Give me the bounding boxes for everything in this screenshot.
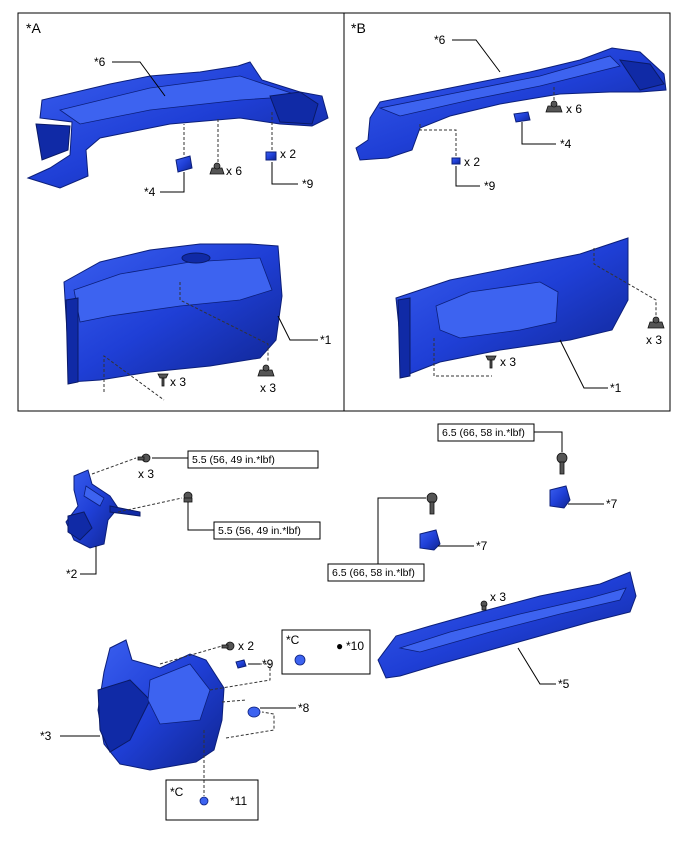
qty-b-nut-x6: x 6 — [566, 102, 582, 116]
label-2: *2 — [66, 567, 78, 581]
label-a-1: *1 — [320, 333, 332, 347]
qty-a-screw-x3: x 3 — [170, 375, 186, 389]
label-b-4: *4 — [560, 137, 572, 151]
torque-box-7-right — [437, 423, 535, 442]
leader-torque-2-bottom — [187, 502, 214, 531]
leader-a-4 — [160, 172, 185, 193]
torque-box-2-bottom — [213, 521, 321, 540]
bolt-3-x2 — [221, 641, 235, 651]
callout-c-label-11: *C — [170, 785, 184, 799]
panel-a-clip-part4 — [175, 155, 193, 173]
panel-a-clip-part9 — [265, 151, 277, 161]
torque-2-top: 5.5 (56, 49 in.*lbf) — [192, 454, 275, 466]
cover-part3 — [97, 639, 225, 771]
panel-a-nut-x6 — [209, 162, 225, 175]
leader-b-6 — [452, 39, 501, 73]
bracket-part7-right — [549, 485, 571, 509]
panel-a-label: *A — [26, 20, 41, 36]
panel-b-label: *B — [351, 20, 366, 36]
leader-a-1 — [277, 315, 318, 341]
panel-a-nut-x3 — [257, 364, 275, 377]
panel-b-clip-part9 — [451, 157, 461, 165]
torque-7-right: 6.5 (66, 58 in.*lbf) — [442, 427, 525, 439]
label-3-9: *9 — [262, 657, 274, 671]
dash-a-1-right — [179, 282, 269, 362]
label-a-4: *4 — [144, 185, 156, 199]
leader-b-1 — [559, 339, 608, 389]
label-3-8: *8 — [298, 701, 310, 715]
qty-a-nut-x6: x 6 — [226, 164, 242, 178]
panel-a-screw-x3 — [157, 373, 169, 387]
bolt-2-x3 — [137, 453, 151, 463]
leader-a-9 — [271, 162, 298, 185]
label-a-6: *6 — [94, 55, 106, 69]
leader-2 — [80, 546, 97, 575]
qty-a-nut-x3: x 3 — [260, 381, 276, 395]
label-a-9: *9 — [302, 177, 314, 191]
leader-b-9 — [455, 166, 480, 187]
label-10: *10 — [346, 639, 364, 653]
qty-b-nut-x3: x 3 — [646, 333, 662, 347]
qty-5-x3: x 3 — [490, 590, 506, 604]
clip-5-x3 — [480, 600, 488, 611]
qty-a-9-x2: x 2 — [280, 147, 296, 161]
label-b-6: *6 — [434, 33, 446, 47]
label-7-middle: *7 — [476, 539, 488, 553]
panel-b-clip-part4 — [513, 111, 531, 123]
label-7-right: *7 — [606, 497, 618, 511]
panel-a-upper-bracket-part6 — [26, 61, 329, 189]
dash-3-bolt — [159, 645, 223, 665]
leader-torque-7-right — [534, 431, 563, 452]
panel-a-cover-part1 — [63, 243, 283, 385]
qty-2-x3: x 3 — [138, 467, 154, 481]
torque-box-2-top — [187, 450, 319, 469]
torque-2-bottom: 5.5 (56, 49 in.*lbf) — [218, 525, 301, 537]
panel-b-cover-part1 — [395, 237, 629, 379]
panel-b-screw-x3 — [485, 355, 497, 369]
dash-b-1-left — [433, 338, 492, 377]
dash-3-8 — [221, 699, 247, 703]
leader-5 — [517, 647, 556, 685]
clip-3-part9 — [235, 659, 247, 669]
trim-part5 — [377, 571, 637, 679]
callout-c-label-10: *C — [286, 633, 300, 647]
bracket-part2 — [65, 469, 141, 549]
label-3: *3 — [40, 729, 52, 743]
seal-part10 — [294, 654, 306, 666]
qty-3-x2: x 2 — [238, 639, 254, 653]
panel-b-nut-x3 — [647, 316, 665, 329]
panel-b-upper-bracket-part6 — [355, 47, 667, 161]
bolt-7-right — [556, 452, 568, 475]
grommet-part8 — [247, 706, 261, 718]
qty-b-screw-x3: x 3 — [500, 355, 516, 369]
dash-2-single — [117, 497, 183, 513]
bolt-7-middle — [426, 492, 438, 515]
bolt-2-single — [183, 491, 193, 503]
panel-b-frame — [343, 12, 671, 412]
dash-a-1-left — [103, 355, 165, 401]
bullet-10: ● — [336, 639, 343, 653]
dash-3-8-lower — [225, 711, 275, 739]
panel-b-nut-x6 — [545, 100, 563, 113]
label-b-1: *1 — [610, 381, 622, 395]
torque-7-middle: 6.5 (66, 58 in.*lbf) — [332, 567, 415, 579]
label-5: *5 — [558, 677, 570, 691]
leader-torque-7-middle — [377, 497, 426, 564]
label-11: *11 — [230, 794, 247, 808]
dash-b-1-right — [593, 248, 657, 318]
seal-part11 — [199, 796, 209, 806]
qty-b-9-x2: x 2 — [464, 155, 480, 169]
leader-a-6 — [112, 61, 166, 97]
dash-b-9 — [419, 124, 457, 156]
leader-b-4 — [521, 122, 556, 145]
torque-box-7-middle — [327, 563, 425, 582]
callout-box-11 — [165, 779, 259, 821]
callout-box-10 — [281, 629, 371, 675]
label-b-9: *9 — [484, 179, 496, 193]
bracket-part7-middle — [419, 529, 441, 551]
dash-2-bolt — [91, 457, 137, 475]
